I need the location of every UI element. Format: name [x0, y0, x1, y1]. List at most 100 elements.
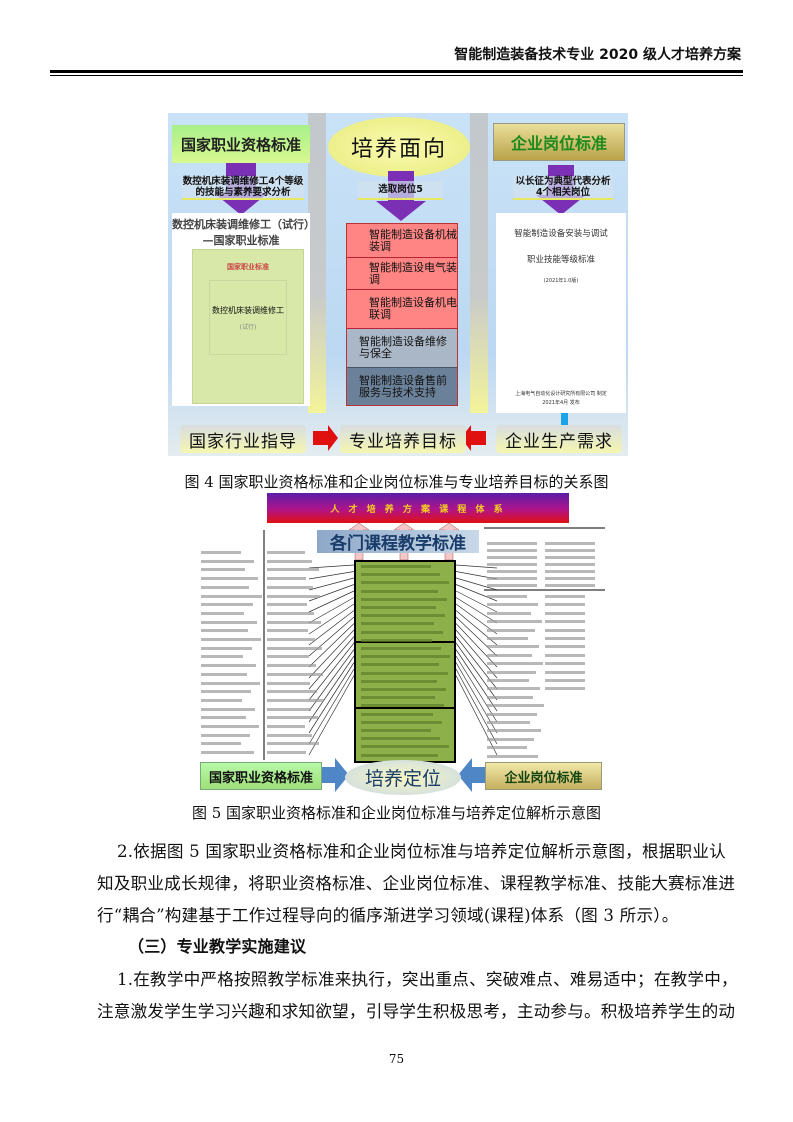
illegible-text [487, 584, 537, 587]
section-heading: （三）专业教学实施建议 [128, 937, 307, 956]
connector-line [455, 584, 498, 602]
illegible-text [267, 716, 318, 720]
illegible-text [545, 637, 585, 640]
position-item: 智能制造设备维修与保全 [347, 329, 457, 368]
doc-title: 智能制造设备安装与调试 [514, 229, 608, 239]
illegible-text [267, 733, 312, 737]
illegible-text [361, 655, 450, 659]
illegible-text [487, 603, 538, 607]
right-note-line: 以长征为典型代表分析 [515, 176, 611, 187]
figure-4-caption: 图 4 国家职业资格标准和企业岗位标准与专业培养目标的关系图 [184, 473, 609, 491]
paragraph-line: 2.依据图 5 国家职业资格标准和企业岗位标准与培养定位解析示意图，根据职业认 [117, 842, 726, 861]
header-rule [50, 70, 743, 73]
illegible-text [487, 729, 541, 733]
connector-line [455, 642, 498, 701]
illegible-text [201, 577, 258, 581]
connector-line [308, 675, 355, 756]
illegible-text [267, 551, 305, 554]
illegible-text [487, 645, 539, 649]
illegible-text [487, 563, 537, 566]
illegible-text [487, 556, 537, 559]
illegible-text [267, 707, 311, 711]
illegible-text [201, 681, 260, 685]
connector-line [455, 675, 498, 756]
enterprise-standard-header: 企业岗位标准 [493, 123, 625, 161]
illegible-text [267, 672, 323, 676]
illegible-text [201, 559, 254, 563]
illegible-text [487, 712, 537, 716]
connector-icon [561, 413, 568, 427]
doc-title-line: —国家职业标准 [202, 234, 280, 247]
illegible-text [267, 646, 322, 650]
header-rule-thin [50, 75, 743, 76]
position-item: 智能制造设备机电联调 [347, 290, 457, 329]
illegible-text [201, 672, 247, 676]
illegible-text [267, 655, 309, 659]
right-note: 以长征为典型代表分析 4个相关岗位 [513, 176, 613, 200]
enterprise-demand-box: 企业生产需求 [496, 425, 622, 453]
national-standard-box: 国家职业资格标准 [200, 762, 322, 790]
illegible-text [487, 570, 537, 573]
illegible-text [201, 551, 241, 554]
illegible-text [487, 746, 527, 750]
illegible-text [487, 687, 540, 691]
illegible-text [487, 549, 537, 552]
illegible-text [361, 565, 431, 568]
connector-line [308, 655, 355, 723]
left-arrow-icon [458, 758, 485, 792]
illegible-text [267, 629, 308, 633]
training-position-ellipse: 培养定位 [345, 760, 461, 795]
left-note-line: 数控机床装调维修工4个等级 [182, 176, 304, 187]
illegible-text [361, 688, 446, 691]
illegible-text [361, 581, 449, 585]
illegible-text [487, 628, 535, 632]
illegible-text [361, 712, 433, 716]
illegible-text [487, 721, 530, 724]
illegible-text [361, 597, 447, 601]
illegible-text [201, 742, 241, 746]
illegible-text [487, 695, 533, 699]
right-arrow-icon [313, 425, 338, 451]
illegible-text [487, 653, 532, 657]
book-sub: (试行) [239, 324, 257, 331]
connector-line [308, 584, 355, 602]
illegible-text [487, 679, 529, 682]
illegible-text [201, 664, 256, 668]
connector-line [455, 655, 498, 723]
illegible-text [267, 698, 324, 702]
center-note: 选取岗位5 [358, 181, 443, 200]
illegible-text [201, 638, 261, 641]
illegible-text [487, 595, 527, 598]
illegible-text [361, 671, 448, 675]
illegible-text [267, 577, 306, 581]
enterprise-standard-doc: 智能制造设备安装与调试 职业技能等级标准 (2021年1.0版) 上海电气自动化… [496, 213, 626, 413]
position-item: 智能制造设备机械装调 [347, 224, 457, 258]
illegible-text [487, 542, 537, 545]
illegible-text [361, 663, 439, 667]
book-frame: 数控机床装调维修工 (试行) [209, 280, 287, 355]
illegible-text [201, 568, 245, 572]
left-note-line: 的技能与素养要求分析 [195, 187, 291, 198]
illegible-text [545, 563, 595, 566]
doc-org: 上海电气自动化设计研究所有限公司 制定 [515, 391, 607, 397]
connector-line [308, 623, 355, 668]
connector-line [308, 662, 355, 734]
connector-line [308, 564, 355, 569]
illegible-text [487, 662, 543, 666]
illegible-text [361, 679, 437, 683]
illegible-text [267, 611, 314, 615]
illegible-text [361, 606, 436, 609]
illegible-text [361, 630, 443, 634]
right-note-line: 4个相关岗位 [535, 187, 591, 198]
illegible-text [545, 662, 585, 666]
paragraph-line: 注意激发学生学习兴趣和求知欲望，引导学生积极思考，主动参与。积极培养学生的动 [97, 1002, 736, 1021]
illegible-text [545, 584, 595, 587]
connector-line [308, 629, 355, 679]
illegible-text [545, 645, 585, 649]
illegible-text [201, 611, 244, 615]
illegible-text [545, 549, 595, 552]
doc-title-line: 数控机床装调维修工（试行） [172, 218, 315, 231]
illegible-text [267, 638, 315, 641]
illegible-text [267, 594, 320, 598]
illegible-text [361, 720, 442, 724]
